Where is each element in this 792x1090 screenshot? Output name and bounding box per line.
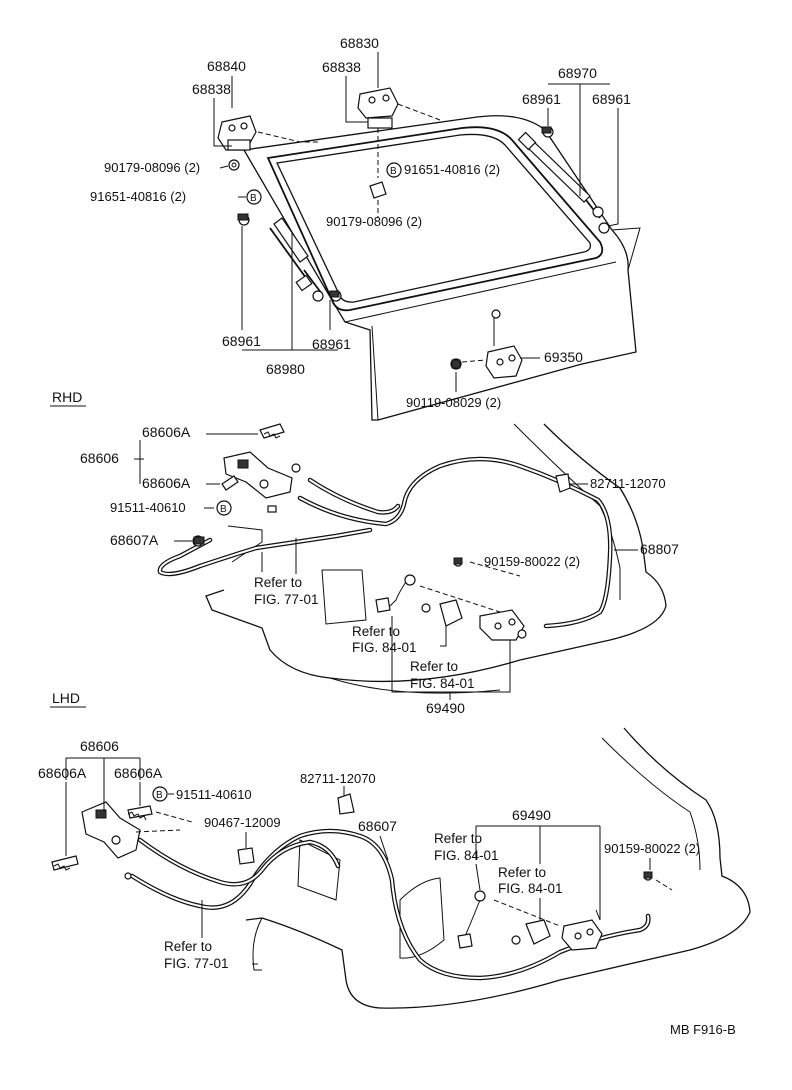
- rhd-lock-parts: [375, 574, 527, 641]
- lhd-ref77-line1: Refer to: [164, 939, 212, 954]
- damper-stay-left: [237, 213, 342, 302]
- lhd-label-68606: 68606: [80, 738, 119, 754]
- label-90179-right: 90179-08096 (2): [326, 214, 422, 229]
- label-90119: 90119-08029 (2): [406, 395, 501, 410]
- lhd-clip-90467: [237, 847, 255, 865]
- rhd-label-68807: 68807: [640, 541, 679, 557]
- lhd-ref84b-line2: FIG. 84-01: [498, 881, 563, 896]
- lhd-section: LHD B: [38, 690, 751, 1009]
- lhd-label-68607: 68607: [358, 818, 397, 834]
- lhd-label-68606a-b: 68606A: [114, 765, 163, 781]
- rhd-label-68607a: 68607A: [110, 532, 159, 548]
- lhd-label-91511: 91511-40610: [176, 787, 252, 802]
- back-window-glass: [266, 126, 604, 312]
- rhd-cable-68607a: [157, 527, 373, 577]
- svg-text:B: B: [390, 166, 397, 177]
- rhd-label-68606: 68606: [80, 450, 119, 466]
- hinge-left: [217, 115, 318, 171]
- svg-text:B: B: [220, 504, 227, 515]
- lhd-lock-parts: [457, 871, 673, 951]
- diagram-code: MB F916-B: [670, 1022, 736, 1037]
- rhd-ref84b-line2: FIG. 84-01: [410, 676, 475, 691]
- label-90179-left: 90179-08096 (2): [104, 160, 200, 175]
- rhd-label-90159: 90159-80022 (2): [484, 554, 580, 569]
- marker-b-right: B: [386, 162, 402, 178]
- rhd-label-69490: 69490: [426, 700, 465, 716]
- rhd-label-91511: 91511-40610: [110, 500, 186, 515]
- back-window-glass-inner: [276, 133, 592, 303]
- label-68970: 68970: [558, 65, 597, 81]
- lhd-label-68606a-a: 68606A: [38, 765, 87, 781]
- hinge-right: [357, 87, 441, 218]
- rhd-label-68606a-a: 68606A: [142, 424, 191, 440]
- section-lhd: LHD: [52, 690, 80, 706]
- label-68980: 68980: [266, 361, 305, 377]
- label-68838-right: 68838: [322, 59, 361, 75]
- label-68961-b: 68961: [592, 91, 631, 107]
- lhd-opener-lever: [51, 801, 193, 871]
- lhd-label-69490: 69490: [512, 807, 551, 823]
- rhd-section: RHD B: [50, 389, 679, 716]
- lhd-ref77-line2: FIG. 77-01: [164, 956, 229, 971]
- label-68830: 68830: [340, 35, 379, 51]
- top-labels: 68840 68838 68830 68838 68970 68961 6896…: [90, 35, 631, 410]
- label-68961-a: 68961: [522, 91, 561, 107]
- rhd-label-82711: 82711-12070: [590, 476, 666, 491]
- lhd-label-90159: 90159-80022 (2): [604, 841, 700, 856]
- svg-text:B: B: [156, 790, 163, 801]
- label-69350: 69350: [544, 349, 583, 365]
- svg-text:B: B: [250, 193, 257, 204]
- rhd-body-outline: [205, 423, 667, 683]
- label-68961-d: 68961: [312, 336, 351, 352]
- rhd-ref77-line1: Refer to: [254, 575, 302, 590]
- marker-b-left: B: [246, 189, 262, 205]
- label-68961-c: 68961: [222, 333, 261, 349]
- rhd-ref84a-line1: Refer to: [352, 624, 400, 639]
- lhd-label-82711: 82711-12070: [300, 771, 376, 786]
- lhd-body-outline: [245, 727, 751, 1009]
- lhd-marker-b: [152, 786, 168, 802]
- label-91651-left: 91651-40816 (2): [90, 189, 186, 204]
- rhd-ref84b-line1: Refer to: [410, 659, 458, 674]
- lhd-label-90467: 90467-12009: [204, 815, 281, 830]
- nut-left: [228, 159, 240, 171]
- rhd-clamp-82711: [555, 473, 571, 493]
- rhd-label-68606a-b: 68606A: [142, 475, 191, 491]
- lhd-ref84b-line1: Refer to: [498, 865, 546, 880]
- rhd-marker-b: [216, 500, 232, 516]
- back-door-lock: [450, 309, 523, 379]
- label-68838-left: 68838: [192, 81, 231, 97]
- rhd-ref77-line2: FIG. 77-01: [254, 592, 319, 607]
- damper-stay-right: [517, 126, 610, 234]
- lhd-ref84a-line2: FIG. 84-01: [434, 848, 499, 863]
- section-rhd: RHD: [52, 389, 82, 405]
- lhd-ref84a-line1: Refer to: [434, 831, 482, 846]
- lhd-clamp-82711: [337, 793, 355, 815]
- rhd-opener-lever: [221, 423, 301, 513]
- label-91651-right: 91651-40816 (2): [404, 162, 500, 177]
- rhd-ref84a-line2: FIG. 84-01: [352, 640, 417, 655]
- label-68840: 68840: [207, 58, 246, 74]
